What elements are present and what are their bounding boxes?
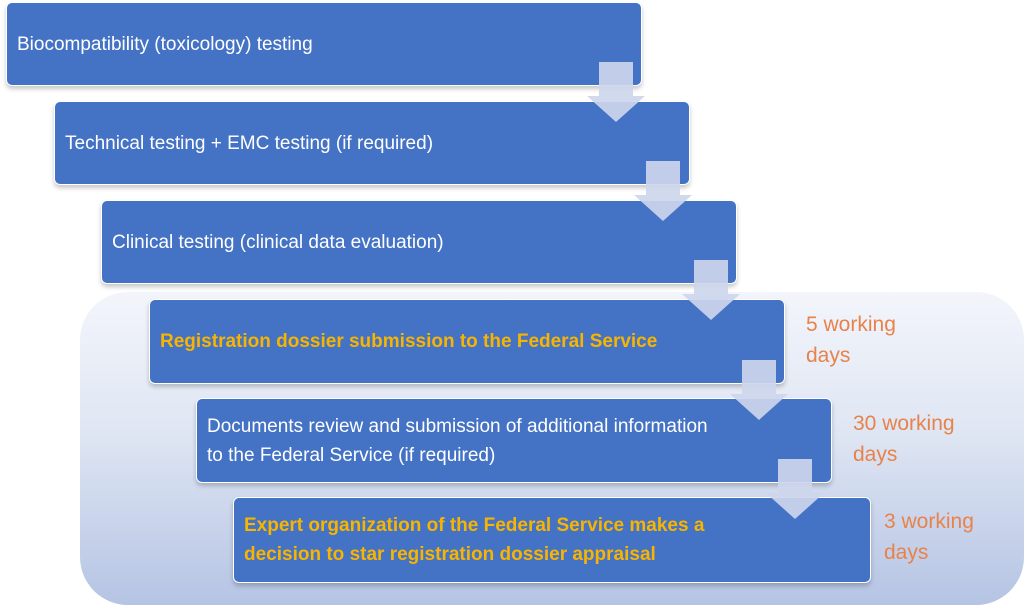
down-arrow-icon: [766, 459, 824, 519]
step-label: Technical testing + EMC testing (if requ…: [65, 132, 434, 154]
down-arrow-icon: [587, 62, 645, 122]
step-documents-review: Documents review and submission of addit…: [196, 398, 832, 483]
duration-expert-decision: 3 working days: [884, 510, 974, 564]
step-clinical-testing: Clinical testing (clinical data evaluati…: [101, 200, 737, 284]
duration-documents-review: 30 working days: [853, 412, 955, 466]
step-label: Registration dossier submission to the F…: [160, 331, 658, 352]
down-arrow-icon: [634, 161, 692, 221]
step-technical-testing: Technical testing + EMC testing (if requ…: [54, 101, 690, 185]
step-label: Biocompatibility (toxicology) testing: [17, 33, 313, 55]
step-dossier-submission: Registration dossier submission to the F…: [149, 299, 785, 384]
step-label: Expert organization of the Federal Servi…: [244, 515, 705, 565]
down-arrow-icon: [730, 360, 788, 420]
step-expert-decision: Expert organization of the Federal Servi…: [233, 497, 871, 583]
duration-dossier-submission: 5 working days: [806, 313, 896, 367]
step-label: Clinical testing (clinical data evaluati…: [112, 231, 444, 253]
step-biocompatibility-testing: Biocompatibility (toxicology) testing: [6, 2, 642, 86]
step-label: Documents review and submission of addit…: [207, 415, 708, 466]
down-arrow-icon: [682, 260, 740, 320]
